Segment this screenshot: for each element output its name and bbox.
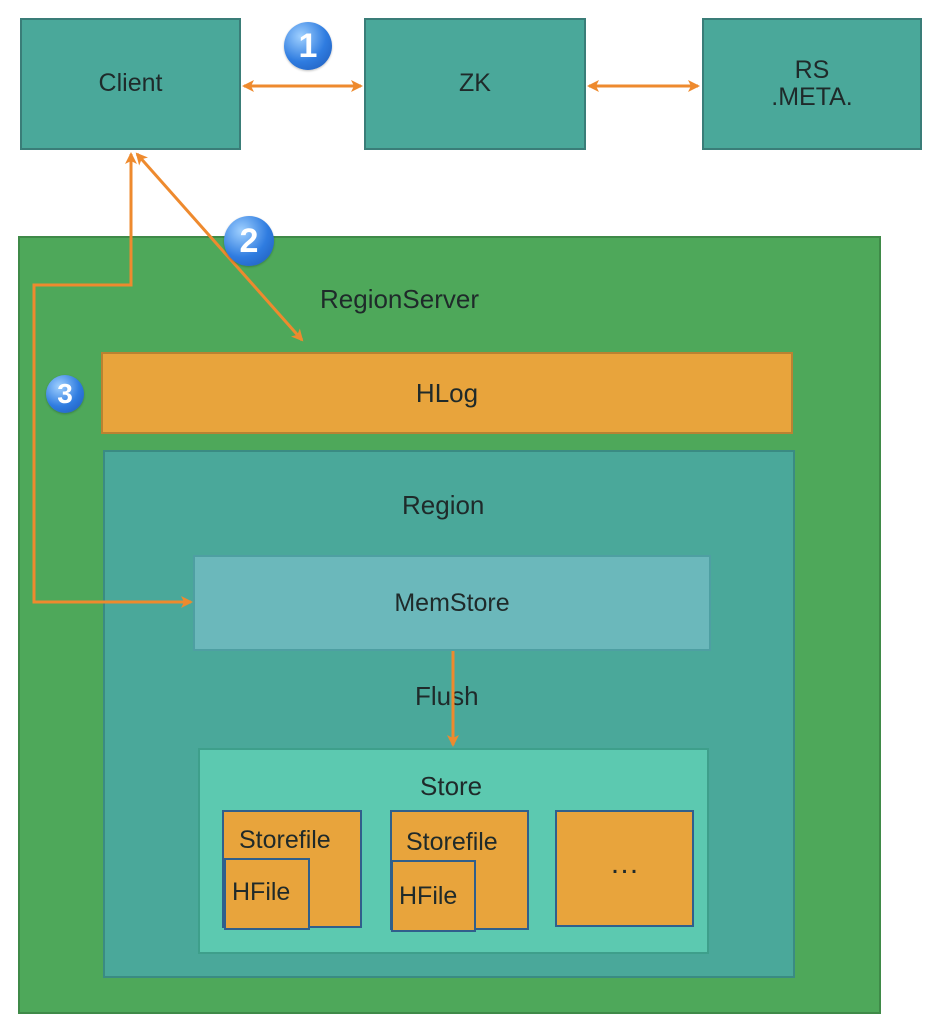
hfile-box-1: HFile — [224, 858, 310, 930]
memstore-box: MemStore — [193, 555, 711, 651]
hfile-box-2: HFile — [391, 860, 476, 932]
step-3-badge: 3 — [46, 375, 84, 413]
step-2-badge: 2 — [224, 216, 274, 266]
memstore-label: MemStore — [394, 588, 510, 617]
step-2-number: 2 — [239, 221, 259, 260]
hfile-label-2: HFile — [399, 882, 458, 910]
step-1-badge: 1 — [284, 22, 332, 70]
step-1-number: 1 — [298, 26, 318, 65]
flush-label: Flush — [415, 681, 479, 711]
step-3-number: 3 — [57, 378, 73, 409]
rs-meta-box: RS .META. — [702, 18, 922, 150]
more-storefiles-box: … — [555, 810, 694, 927]
zk-label: ZK — [459, 69, 491, 98]
client-box: Client — [20, 18, 241, 150]
hlog-box: HLog — [101, 352, 793, 434]
client-label: Client — [98, 69, 163, 98]
hfile-label-1: HFile — [232, 878, 291, 906]
zk-box: ZK — [364, 18, 586, 150]
rs-meta-line2: .META. — [771, 83, 853, 111]
storefile-label-2: Storefile — [406, 828, 498, 856]
hlog-label: HLog — [415, 377, 479, 408]
region-title: Region — [402, 490, 485, 520]
store-title: Store — [420, 771, 483, 801]
rs-meta-line1: RS — [794, 55, 830, 84]
regionserver-title: RegionServer — [320, 284, 479, 314]
ellipsis-label: … — [609, 846, 640, 880]
storefile-label-1: Storefile — [239, 826, 331, 854]
